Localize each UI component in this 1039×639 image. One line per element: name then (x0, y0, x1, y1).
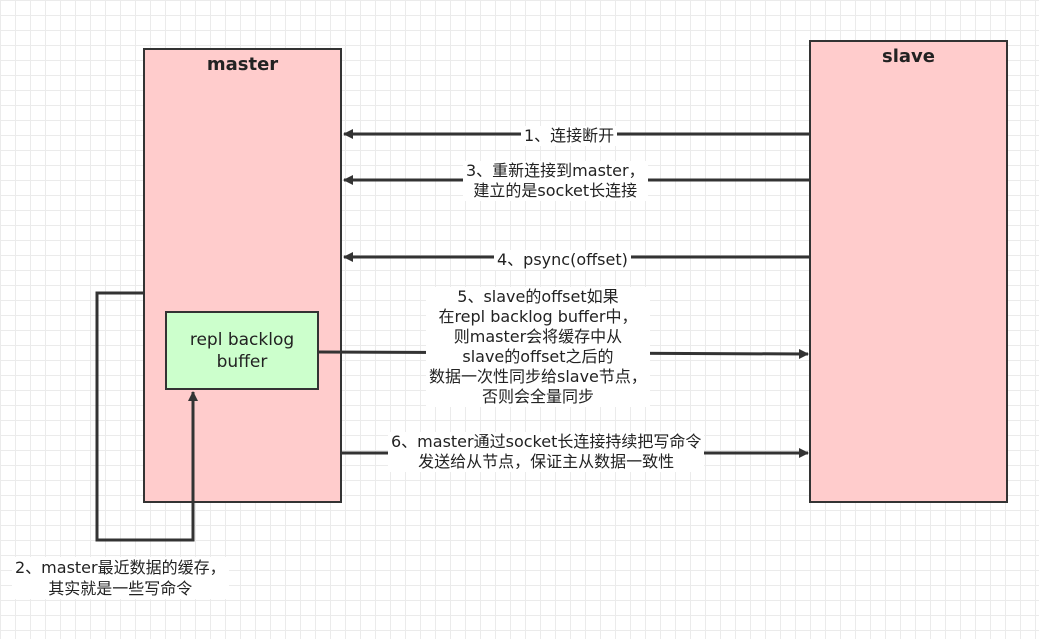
master-title: master (206, 54, 279, 75)
repl-backlog-buffer-node: repl backlog buffer (165, 311, 319, 390)
edge-label-2: 2、master最近数据的缓存， 其实就是一些写命令 (12, 557, 229, 599)
edge-2-arrow (95, 291, 198, 542)
slave-title: slave (882, 46, 935, 67)
edge-label-1: 1、连接断开 (521, 126, 618, 146)
edge-label-3: 3、重新连接到master， 建立的是socket长连接 (463, 161, 648, 201)
repl-backlog-buffer-label: repl backlog buffer (189, 329, 295, 372)
master-node: master (143, 48, 342, 503)
edge-label-6: 6、master通过socket长连接持续把写命令 发送给从节点，保证主从数据一… (388, 432, 705, 472)
slave-node: slave (809, 40, 1008, 503)
edge-label-4: 4、psync(offset) (494, 250, 631, 270)
edge-label-5: 5、slave的offset如果 在repl backlog buffer中， … (426, 287, 650, 407)
